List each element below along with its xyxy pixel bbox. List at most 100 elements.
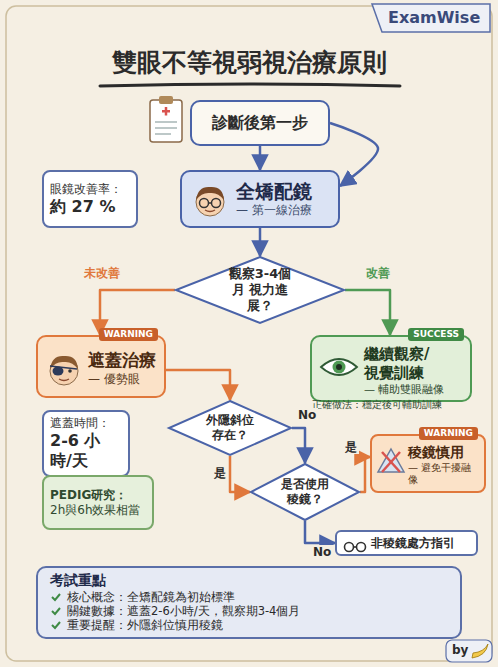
eye-icon — [319, 353, 359, 385]
summary-row: 核心概念：全矯配鏡為初始標準 — [50, 590, 235, 604]
diamond-shape — [176, 257, 344, 323]
brand-label: ExamWise — [388, 8, 480, 27]
glasses-icon — [343, 538, 367, 557]
check-icon — [50, 619, 62, 631]
patch-icon — [44, 349, 84, 393]
warning-box: WARNING稜鏡慎用— 避免干擾融像 — [370, 434, 486, 493]
decoration — [52, 622, 60, 628]
node-text: 觀察3-4個月 視力進展？ — [223, 266, 297, 315]
connector-arrow — [259, 146, 262, 170]
prism-icon — [376, 446, 406, 480]
decoration — [357, 543, 366, 552]
decoration — [376, 446, 406, 476]
cross-mark — [165, 107, 168, 116]
decoration — [59, 379, 69, 381]
decision-diamond: 觀察3-4個月 視力進展？ — [175, 256, 345, 324]
connector-arrow — [259, 228, 262, 256]
decoration — [196, 187, 224, 200]
decision-diamond: 是否使用 稜鏡？ — [250, 463, 360, 521]
decoration — [319, 353, 359, 381]
connector-arrow — [292, 428, 305, 463]
status-badge: SUCCESS — [408, 328, 464, 341]
edge-label: 改善 — [364, 266, 392, 280]
node-text: 考試重點 — [50, 572, 106, 590]
decoration — [50, 619, 62, 631]
callout-box: 遮蓋時間：2-6 小時/天 — [42, 410, 130, 477]
decoration — [378, 449, 404, 472]
decoration — [68, 369, 72, 373]
summary-text: 核心概念：全矯配鏡為初始標準 — [67, 590, 235, 604]
node-subtext: 繼續觀察/ 視覺訓練 — [364, 345, 444, 383]
diamond-shape — [169, 401, 291, 455]
summary-row: 關鍵數據：遮蓋2-6小時/天，觀察期3-4個月 — [50, 604, 300, 618]
node-text: 外隱斜位 存在？ — [203, 413, 257, 443]
callout-box: PEDIG研究：2h與6h效果相當 — [42, 475, 154, 530]
check-icon — [50, 605, 62, 617]
summary-box: 考試重點核心概念：全矯配鏡為初始標準關鍵數據：遮蓋2-6小時/天，觀察期3-4個… — [36, 566, 462, 639]
node-subtext: 遮蓋治療 — [88, 350, 156, 371]
node-subtext: — 輔助雙眼融像 — [364, 383, 445, 397]
decoration — [382, 452, 400, 472]
clipboard-clip — [159, 96, 173, 104]
node-subtext: 稜鏡慎用 — [408, 444, 464, 462]
process-box: 全矯配鏡— 第一線治療 — [180, 170, 340, 228]
node-text: 遮蓋時間： — [50, 416, 110, 431]
connector-arrow — [345, 290, 390, 335]
banana-icon — [472, 644, 488, 658]
decoration — [50, 366, 77, 369]
node-text: PEDIG研究： — [50, 488, 127, 503]
decoration — [354, 546, 357, 548]
clipboard-board — [150, 100, 182, 142]
decoration — [50, 605, 62, 617]
node-subtext: — 避免干擾融像 — [408, 462, 480, 487]
node-subtext: — 第一線治療 — [236, 203, 312, 218]
summary-row: 重要提醒：外隱斜位慎用稜鏡 — [50, 618, 223, 632]
check-icon — [50, 591, 62, 603]
brand-tab — [372, 4, 490, 32]
node-text: 是否使用 稜鏡？ — [278, 477, 332, 507]
process-box: WARNING遮蓋治療— 優勢眼 — [36, 335, 166, 398]
decoration — [209, 202, 212, 204]
node-subtext: 約 27 % — [50, 197, 115, 217]
decoration — [205, 210, 215, 212]
edge-label: No — [311, 545, 333, 559]
summary-text: 重要提醒：外隱斜位慎用稜鏡 — [67, 618, 223, 632]
edge-label: 未改善 — [82, 266, 122, 280]
title-underline — [100, 84, 400, 86]
connector-arrow — [305, 521, 335, 543]
decoration — [321, 359, 357, 375]
edge-label: 是 — [343, 440, 359, 454]
guide-box: 非稜鏡處方指引 — [335, 530, 478, 556]
summary-text: 關鍵數據：遮蓋2-6小時/天，觀察期3-4個月 — [67, 604, 300, 618]
decoration — [44, 349, 84, 389]
node-text: 眼鏡改善率： — [50, 182, 122, 197]
decoration — [50, 591, 62, 603]
decoration — [190, 180, 230, 220]
decoration — [200, 199, 209, 208]
node-text: 全矯配鏡 — [236, 180, 312, 204]
process-box: SUCCESS繼續觀察/ 視覺訓練— 輔助雙眼融像 — [310, 335, 472, 402]
decoration — [212, 199, 221, 208]
node-subtext: 2-6 小時/天 — [50, 431, 122, 471]
face-icon — [190, 180, 230, 224]
diagram-title: 雙眼不等視弱視治療原則 — [0, 48, 498, 78]
status-badge: WARNING — [99, 328, 158, 341]
author-tag — [446, 640, 492, 662]
status-badge: WARNING — [419, 427, 478, 440]
decoration — [336, 364, 342, 370]
clipboard-icon — [150, 96, 182, 142]
decoration — [333, 361, 346, 374]
node-subtext: — 優勢眼 — [88, 372, 140, 387]
decoration — [52, 608, 60, 614]
connector-arrow — [230, 456, 250, 492]
decoration — [382, 452, 400, 472]
diamond-shape — [251, 464, 359, 520]
decoration — [345, 543, 354, 552]
page-frame — [6, 6, 492, 661]
author-label: by — [452, 643, 468, 657]
connector-arrow — [360, 457, 370, 492]
decoration — [52, 594, 60, 600]
